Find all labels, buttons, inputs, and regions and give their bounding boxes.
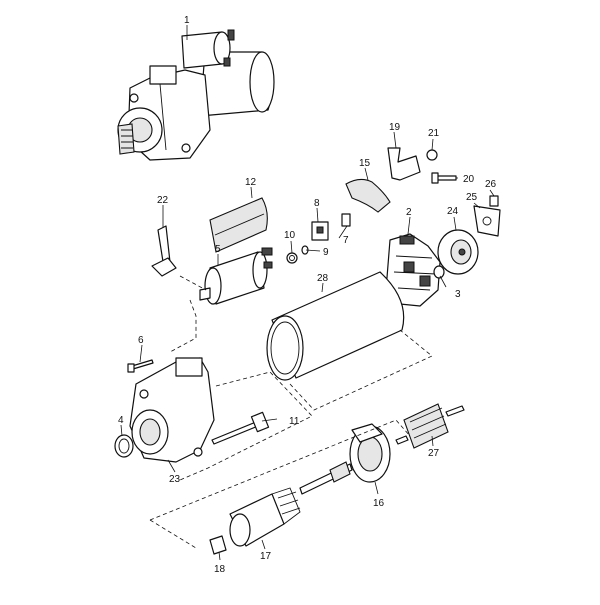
callout-27: 27 [428, 448, 440, 459]
callout-5: 5 [215, 244, 221, 255]
callout-1: 1 [184, 15, 190, 26]
part-12-cover [209, 197, 268, 253]
part-28-housing [266, 271, 405, 381]
callout-17: 17 [260, 551, 272, 562]
part-24-end-plate [437, 229, 479, 275]
callout-2: 2 [406, 207, 412, 218]
part-16-bearing-plate [299, 423, 391, 495]
part-10-nut [286, 252, 298, 264]
callout-23: 23 [169, 474, 181, 485]
callout-20: 20 [463, 174, 475, 185]
assembly-guide-lines [149, 275, 433, 549]
part-4-ring [114, 434, 134, 458]
part-22-lever [151, 225, 177, 277]
part-7-bolt [341, 213, 351, 227]
part-21-nut [426, 149, 438, 161]
part-11-through-bolt [211, 411, 270, 445]
callout-9: 9 [323, 247, 329, 258]
part-6-bolt [127, 359, 154, 373]
callout-4: 4 [118, 415, 124, 426]
part-3-cap [433, 265, 445, 279]
callout-10: 10 [284, 230, 296, 241]
part-15-bracket-cover [345, 178, 391, 213]
callout-7: 7 [343, 235, 349, 246]
part-23-drive-housing [129, 357, 215, 463]
part-18-bushing [209, 535, 227, 555]
part-19-bracket [387, 147, 421, 181]
callout-16: 16 [373, 498, 385, 509]
part-27-armature [395, 403, 465, 449]
leader-lines [120, 25, 495, 561]
part-1-starter-motor [117, 29, 275, 161]
callout-25: 25 [466, 192, 478, 203]
callout-24: 24 [447, 206, 459, 217]
part-8-terminal-block [311, 221, 329, 241]
callout-8: 8 [314, 198, 320, 209]
callout-26: 26 [485, 179, 497, 190]
callout-3: 3 [455, 289, 461, 300]
part-17-pinion-drive [229, 487, 301, 547]
callout-22: 22 [157, 195, 169, 206]
callout-11: 11 [289, 416, 300, 427]
part-25-end-bracket [473, 205, 501, 237]
part-26-bolt [489, 195, 499, 207]
callout-21: 21 [428, 128, 440, 139]
callout-12: 12 [245, 177, 257, 188]
callout-19: 19 [389, 122, 401, 133]
part-20-bolt [431, 172, 457, 184]
callout-6: 6 [138, 335, 144, 346]
callout-15: 15 [359, 158, 371, 169]
callout-labels: 1 2 3 4 5 6 7 8 9 10 11 12 15 16 17 18 1… [118, 15, 497, 575]
callout-28: 28 [317, 273, 329, 284]
part-5-solenoid [199, 247, 273, 305]
callout-18: 18 [214, 564, 226, 575]
